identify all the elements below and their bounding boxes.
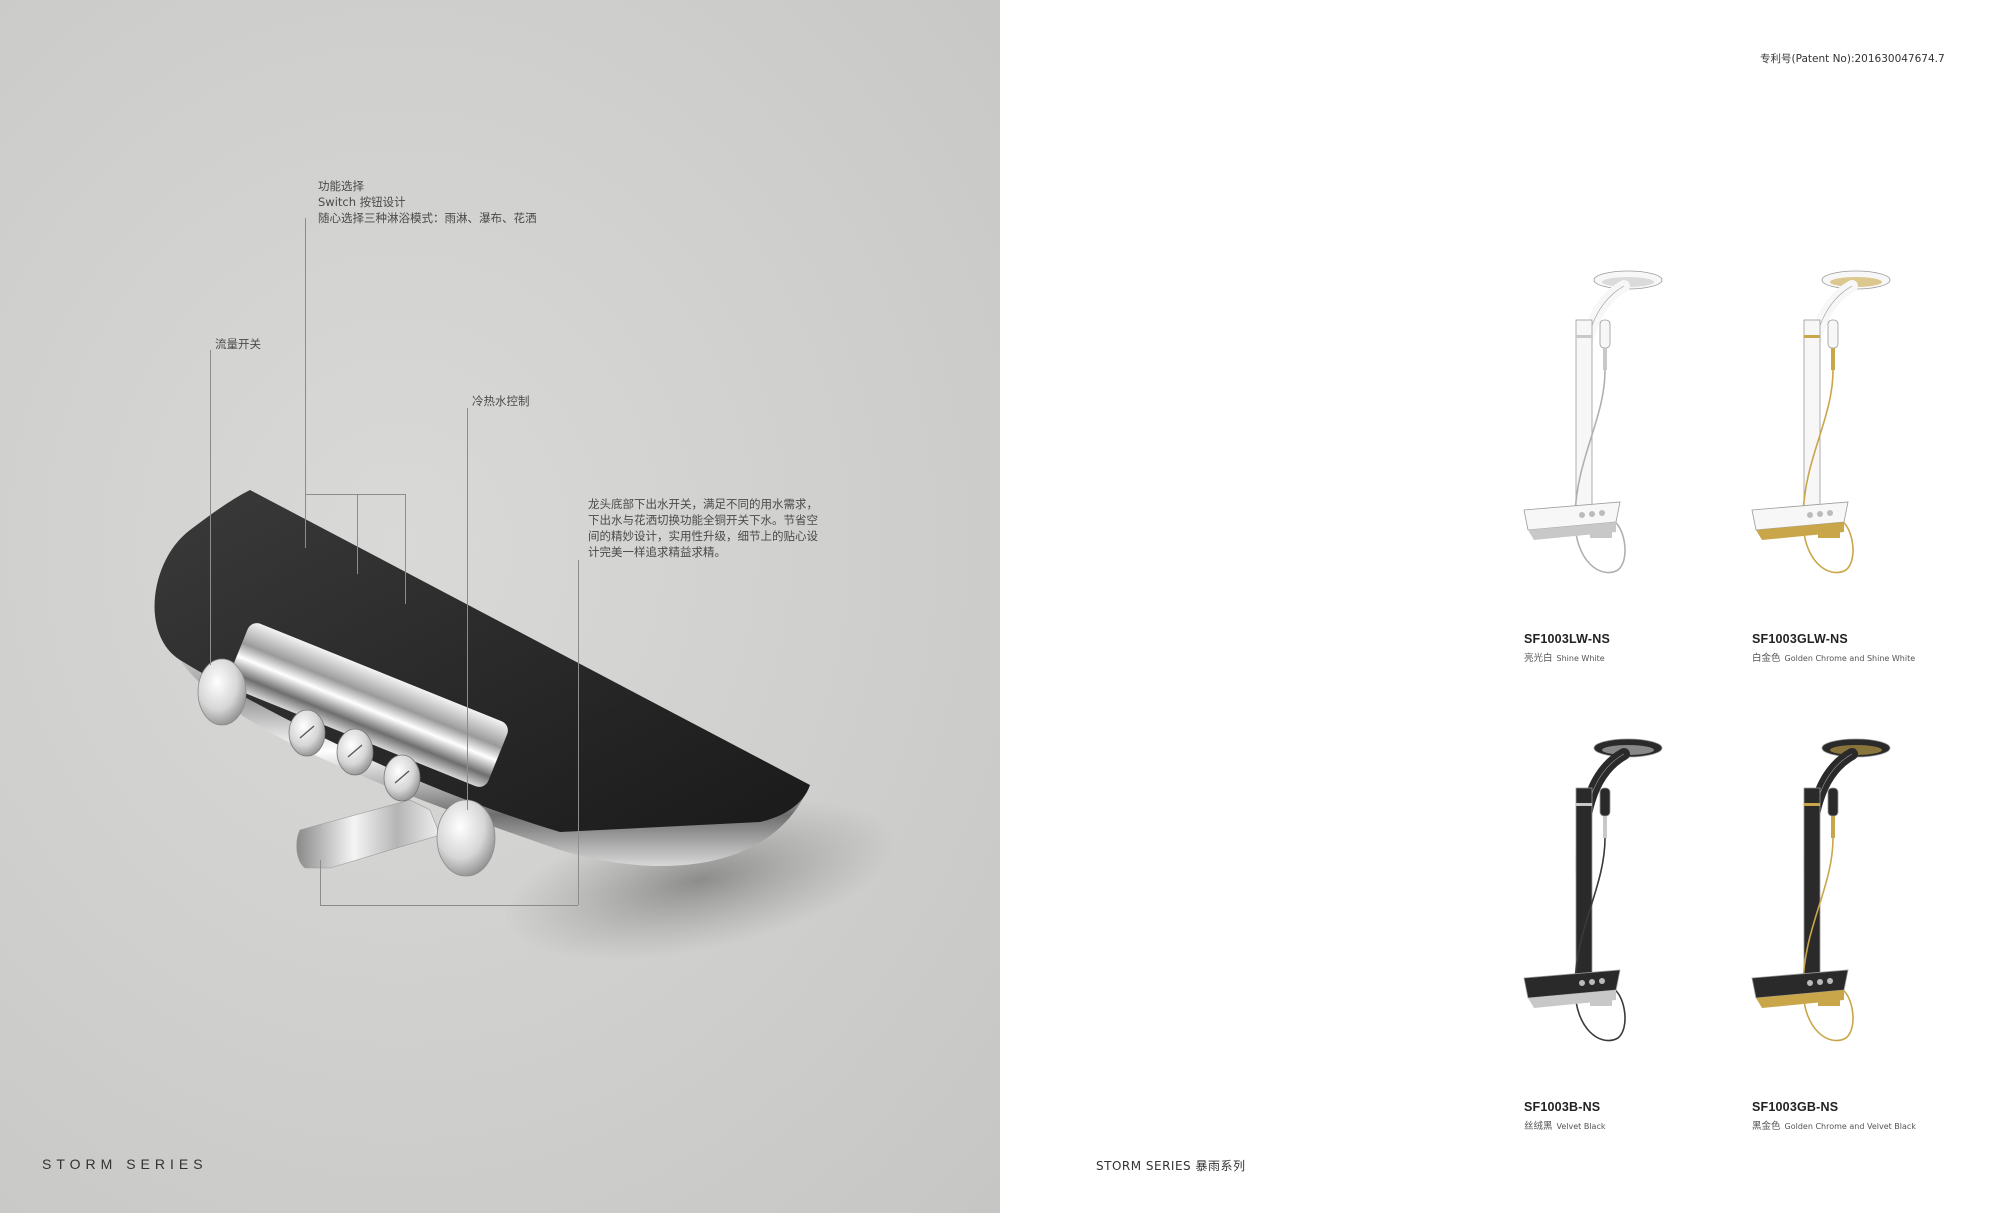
callout-description: 龙头底部下出水开关，满足不同的用水需求， 下出水与花洒切换功能全铜开关下水。节省…: [588, 496, 818, 560]
finish-en: Golden Chrome and Velvet Black: [1784, 1122, 1916, 1131]
finish-en: Velvet Black: [1556, 1122, 1606, 1131]
description-line: 间的精妙设计，实用性升级，细节上的贴心设: [588, 529, 818, 543]
shower-column-illustration: [1751, 270, 1891, 574]
shower-column-illustration: [1523, 270, 1663, 574]
left-footer-series: STORM SERIES: [42, 1156, 208, 1172]
finish-en: Shine White: [1556, 654, 1605, 663]
patent-number: 专利号(Patent No):201630047674.7: [1760, 53, 1945, 65]
right-footer-series: STORM SERIES 暴雨系列: [1096, 1159, 1246, 1173]
left-page: 功能选择 Switch 按钮设计 随心选择三种淋浴模式：雨淋、瀑布、花洒 流量开…: [0, 0, 1000, 1213]
callout-temp-control: 冷热水控制: [472, 394, 530, 408]
callout-line-description: [578, 560, 579, 905]
callout-function-modes: 随心选择三种淋浴模式：雨淋、瀑布、花洒: [318, 211, 537, 225]
callout-line-flow: [210, 350, 211, 665]
product-model: SF1003B-NS: [1524, 1100, 1601, 1114]
callout-flow-switch: 流量开关: [215, 337, 261, 351]
description-line: 计完美一样追求精益求精。: [588, 545, 726, 559]
shower-column-illustration: [1523, 738, 1663, 1042]
callout-line-temp: [467, 408, 468, 810]
shower-column-illustration: [1751, 738, 1891, 1042]
description-line: 龙头底部下出水开关，满足不同的用水需求，: [588, 497, 818, 511]
finish-cn: 亮光白: [1524, 653, 1553, 664]
product-model: SF1003GB-NS: [1752, 1100, 1839, 1114]
callout-bracket-right: [405, 494, 406, 604]
finish-cn: 丝绒黑: [1524, 1121, 1553, 1132]
finish-cn: 黑金色: [1752, 1121, 1781, 1132]
product-model: SF1003LW-NS: [1524, 632, 1611, 646]
callout-bracket-bottom: [320, 905, 578, 906]
finish-en: Golden Chrome and Shine White: [1784, 654, 1916, 663]
finish-cn: 白金色: [1752, 653, 1781, 664]
callout-function-switch: Switch 按钮设计: [318, 195, 406, 209]
right-page: 专利号(Patent No):201630047674.7 SF1003LW-N…: [1000, 0, 2000, 1213]
shower-control-panel-render: [154, 490, 897, 961]
product-model: SF1003GLW-NS: [1752, 632, 1848, 646]
callout-bracket-mid: [357, 494, 358, 574]
callout-function-title: 功能选择: [318, 179, 364, 193]
description-line: 下出水与花洒切换功能全铜开关下水。节省空: [588, 513, 818, 527]
callout-bracket-top: [305, 494, 405, 495]
callout-function-select: 功能选择 Switch 按钮设计 随心选择三种淋浴模式：雨淋、瀑布、花洒: [318, 178, 537, 226]
callout-bracket-bottom-left: [320, 860, 321, 905]
callout-line-function: [305, 218, 306, 548]
